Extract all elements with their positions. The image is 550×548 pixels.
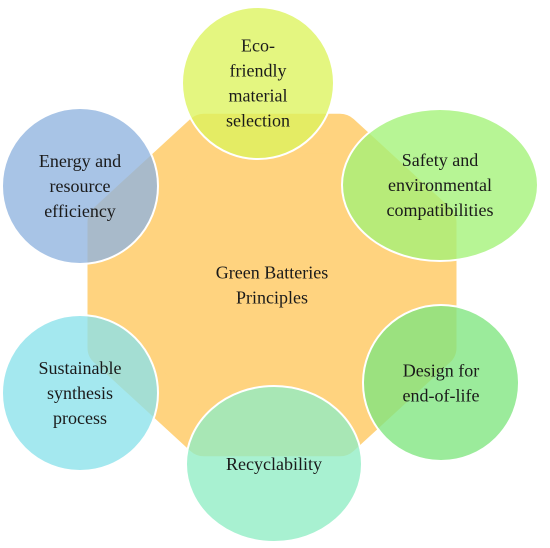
node-label-recyclability-line: Recyclability <box>226 454 322 474</box>
node-label-eco-friendly: Eco-friendly material selection <box>226 36 290 131</box>
node-label-design-end-of-life-line: Design for <box>403 361 479 381</box>
node-label-eco-friendly-line: material <box>229 86 288 106</box>
node-label-recyclability: Recyclability <box>226 454 322 474</box>
center-label-line: Principles <box>236 288 308 308</box>
node-label-energy-efficiency-line: efficiency <box>44 201 116 221</box>
node-label-sustainable-synthesis: Sustainable synthesis process <box>39 358 122 428</box>
node-circle-recyclability <box>185 385 363 543</box>
node-label-sustainable-synthesis-line: process <box>53 408 107 428</box>
node-label-energy-efficiency: Energy and resource efficiency <box>39 151 121 221</box>
node-label-safety-line: compatibilities <box>387 200 494 220</box>
node-label-energy-efficiency-line: resource <box>50 176 111 196</box>
node-label-eco-friendly-line: Eco- <box>241 36 275 56</box>
node-label-safety-line: Safety and <box>402 150 478 170</box>
node-label-sustainable-synthesis-line: synthesis <box>47 383 113 403</box>
node-label-safety-line: environmental <box>388 175 492 195</box>
node-label-energy-efficiency-line: Energy and <box>39 151 121 171</box>
node-label-eco-friendly-line: selection <box>226 111 290 131</box>
node-label-design-end-of-life-line: end-of-life <box>403 386 480 406</box>
node-label-safety: Safety and environmental compatibilities <box>387 150 494 220</box>
node-label-design-end-of-life: Design for end-of-life <box>403 361 480 406</box>
node-circle-eco-friendly <box>181 6 335 160</box>
node-label-eco-friendly-line: friendly <box>230 61 287 81</box>
center-label-line: Green Batteries <box>216 263 328 283</box>
node-label-sustainable-synthesis-line: Sustainable <box>39 358 122 378</box>
node-circle-sustainable-synthesis <box>1 314 159 472</box>
node-circle-energy-efficiency <box>1 107 159 265</box>
node-circle-safety <box>341 108 539 262</box>
node-circle-design-end-of-life <box>362 304 520 462</box>
